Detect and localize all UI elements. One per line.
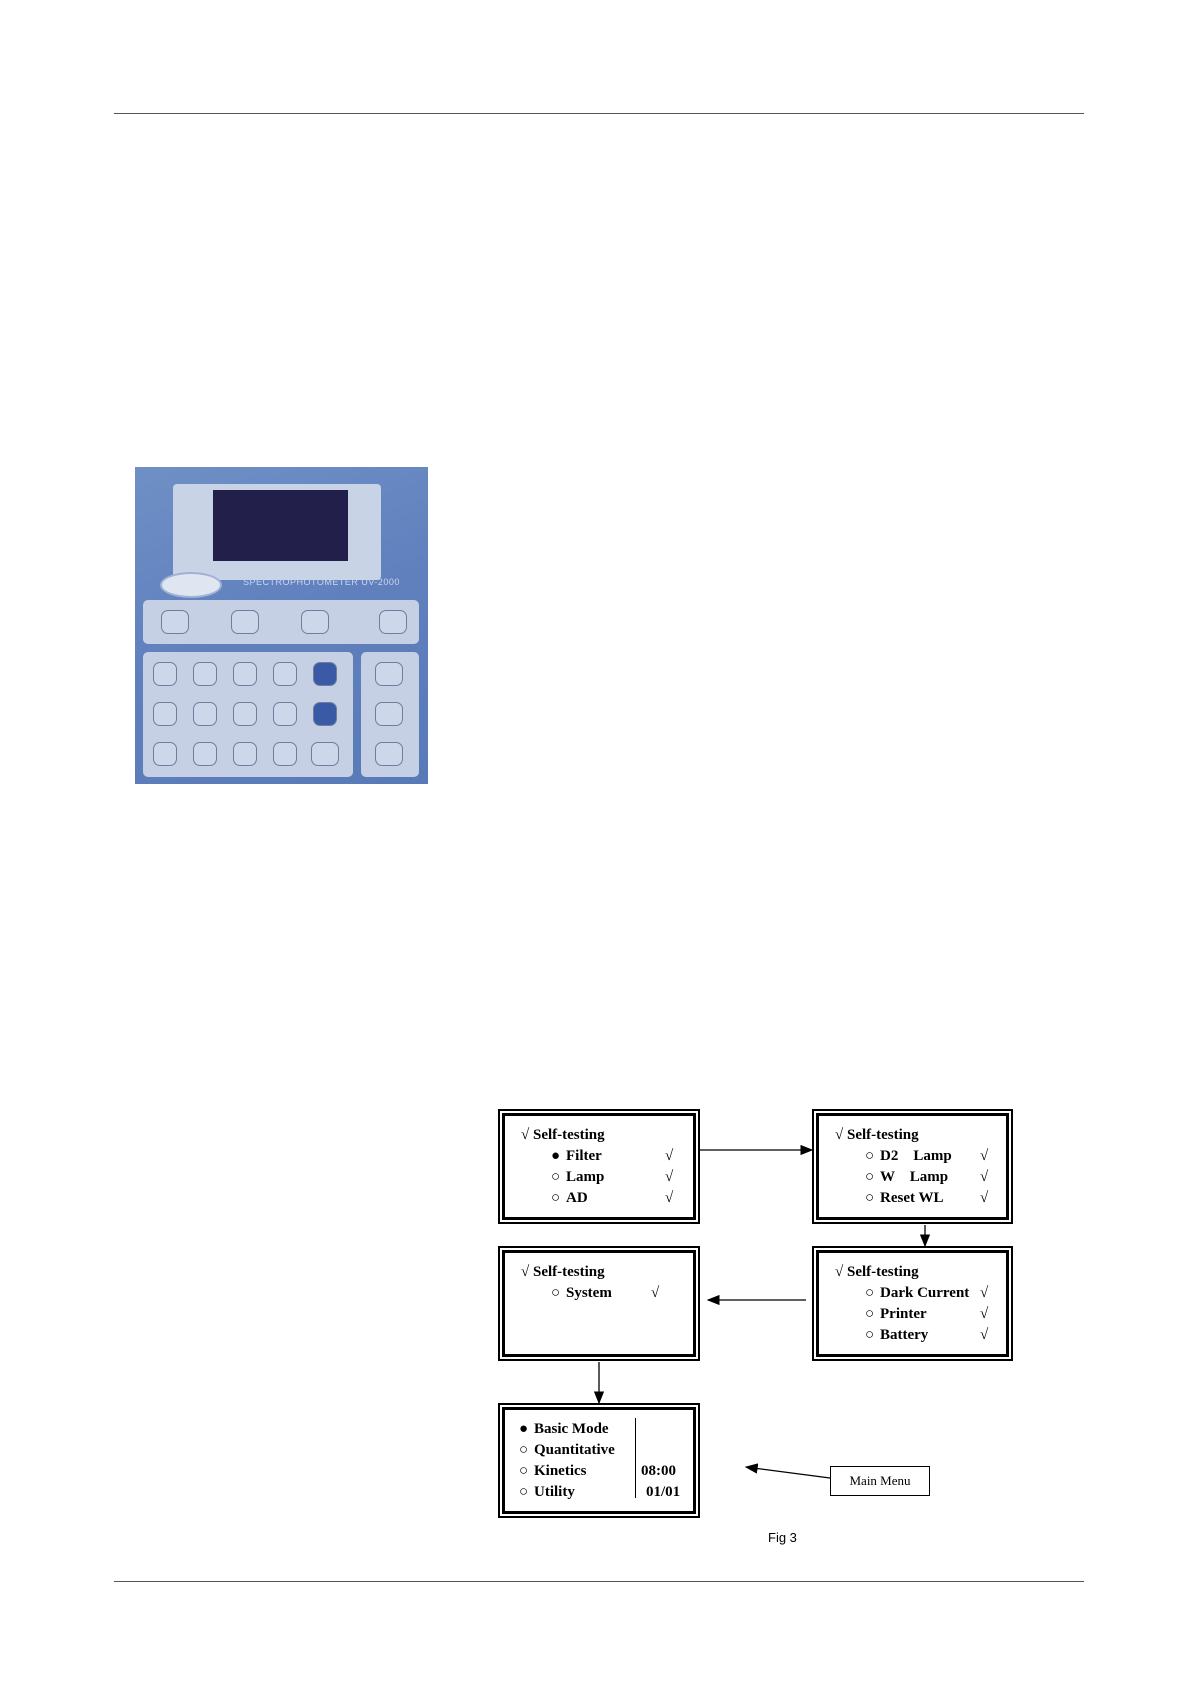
keypad-key: [233, 742, 257, 766]
side-key-panel: [361, 652, 419, 777]
check-mark: √: [665, 1189, 673, 1207]
screen-row: ○Lamp: [551, 1168, 604, 1186]
check-mark: √: [980, 1168, 988, 1186]
lcd-display: [213, 490, 348, 561]
check-mark: √: [980, 1305, 988, 1323]
clock-date: 01/01: [646, 1483, 680, 1501]
screen-row: ●Filter: [551, 1147, 602, 1165]
brand-logo: [160, 572, 222, 598]
screen-row: ○System: [551, 1284, 612, 1302]
keypad-key: [153, 662, 177, 686]
check-mark: √: [980, 1284, 988, 1302]
keypad-key: [273, 662, 297, 686]
menu-item: ○Kinetics: [519, 1462, 587, 1480]
figure-caption: Fig 3: [768, 1530, 797, 1545]
keypad-key: [375, 742, 403, 766]
check-mark: √: [665, 1147, 673, 1165]
screen-title: √ Self-testing: [521, 1263, 605, 1281]
keypad-key: [311, 742, 339, 766]
screen-self-testing-2: √ Self-testing ○D2 Lamp √ ○W Lamp √ ○Res…: [816, 1113, 1009, 1220]
menu-item: ○Utility: [519, 1483, 575, 1501]
screen-main-menu: ●Basic Mode ○Quantitative ○Kinetics ○Uti…: [502, 1407, 696, 1514]
check-mark: √: [665, 1168, 673, 1186]
keypad-key: [379, 610, 407, 634]
screen-row: ○Reset WL: [865, 1189, 943, 1207]
menu-item: ●Basic Mode: [519, 1420, 609, 1438]
screen-title: √ Self-testing: [835, 1263, 919, 1281]
screen-row: ○Printer: [865, 1305, 927, 1323]
keypad-key: [301, 610, 329, 634]
keypad-key: [313, 662, 337, 686]
keypad-key: [313, 702, 337, 726]
keypad-key: [273, 702, 297, 726]
screen-row: ○AD: [551, 1189, 588, 1207]
keypad-key: [161, 610, 189, 634]
screen-row: ○D2 Lamp: [865, 1147, 952, 1165]
keypad-key: [273, 742, 297, 766]
screen-self-testing-1: √ Self-testing ●Filter √ ○Lamp √ ○AD √: [502, 1113, 696, 1220]
keypad-key: [233, 662, 257, 686]
check-mark: √: [980, 1326, 988, 1344]
screen-row: ○Dark Current: [865, 1284, 969, 1302]
check-mark: √: [980, 1189, 988, 1207]
keypad-key: [231, 610, 259, 634]
function-key-panel: [143, 600, 419, 644]
numeric-key-panel: [143, 652, 353, 777]
keypad-key: [233, 702, 257, 726]
keypad-key: [375, 662, 403, 686]
keypad-key: [193, 742, 217, 766]
screen-self-testing-4: √ Self-testing ○System √: [502, 1250, 696, 1357]
check-mark: √: [980, 1147, 988, 1165]
keypad-key: [153, 702, 177, 726]
model-label: SPECTROPHOTOMETER UV-2000: [243, 577, 400, 587]
screen-row: ○Battery: [865, 1326, 928, 1344]
screen-title: √ Self-testing: [835, 1126, 919, 1144]
lcd-frame: [173, 484, 381, 580]
keypad-photo: SPECTROPHOTOMETER UV-2000: [135, 467, 428, 784]
clock-time: 08:00: [641, 1462, 676, 1480]
keypad-key: [375, 702, 403, 726]
menu-divider: [635, 1418, 636, 1498]
keypad-key: [193, 702, 217, 726]
screen-row: ○W Lamp: [865, 1168, 948, 1186]
keypad-key: [193, 662, 217, 686]
footer-rule: [114, 1581, 1084, 1582]
keypad-key: [153, 742, 177, 766]
check-mark: √: [651, 1284, 659, 1302]
screen-self-testing-3: √ Self-testing ○Dark Current √ ○Printer …: [816, 1250, 1009, 1357]
screen-title: √ Self-testing: [521, 1126, 605, 1144]
menu-item: ○Quantitative: [519, 1441, 615, 1459]
header-rule: [114, 113, 1084, 114]
arrow-callout-to-menu: [746, 1467, 830, 1478]
main-menu-callout: Main Menu: [830, 1466, 930, 1496]
